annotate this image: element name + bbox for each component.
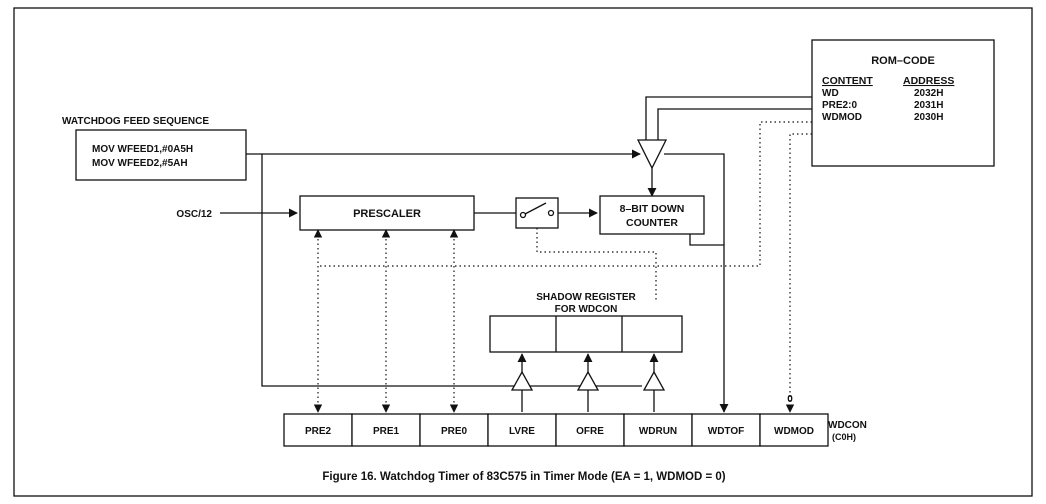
wdcon-register: PRE2 PRE1 PRE0 LVRE OFRE WDRUN WDTOF WDMOD — [283, 413, 829, 447]
prescaler-label: PRESCALER — [353, 208, 421, 220]
shadow-line-1: SHADOW REGISTER — [536, 292, 636, 303]
shadow-buffers — [510, 353, 666, 412]
switch-control-dotted — [536, 228, 657, 300]
feed-sequence-block: WATCHDOG FEED SEQUENCE MOV WFEED1,#0A5H … — [62, 116, 247, 181]
wdcon-bit-label: WDTOF — [708, 426, 744, 437]
feed-to-shadow-bus — [261, 154, 510, 387]
rom-row-address: 2031H — [914, 100, 943, 111]
counter-line-1: 8–BIT DOWN — [620, 203, 685, 215]
rom-row-address: 2032H — [914, 88, 943, 99]
switch-block — [515, 197, 559, 229]
reload-buffer — [636, 139, 668, 170]
feed-line-1: MOV WFEED1,#0A5H — [92, 144, 193, 155]
prescaler-block: PRESCALER — [299, 195, 475, 231]
wdcon-bit-pre1: PRE1 — [351, 413, 421, 447]
wdcon-bit-label: PRE2 — [305, 426, 332, 437]
osc-label: OSC/12 — [176, 209, 212, 220]
wdcon-bit-label: WDMOD — [774, 426, 814, 437]
counter-line — [689, 234, 729, 413]
rom-title: ROM–CODE — [871, 55, 935, 67]
wdcon-bit-label: OFRE — [576, 426, 604, 437]
wdcon-name: WDCON — [828, 420, 867, 431]
wdcon-bit-pre2: PRE2 — [283, 413, 353, 447]
wdmod-value: 0 — [787, 394, 793, 405]
shadow-register-block: SHADOW REGISTER FOR WDCON — [489, 292, 683, 353]
buffer-enable-line — [664, 153, 725, 245]
rom-pre-line — [657, 108, 812, 140]
wdcon-bit-pre0: PRE0 — [419, 413, 489, 447]
figure-caption: Figure 16. Watchdog Timer of 83C575 in T… — [322, 471, 725, 483]
rom-row-address: 2030H — [914, 112, 943, 123]
wdcon-bit-lvre: LVRE — [487, 413, 557, 447]
wdcon-bit-label: PRE0 — [441, 426, 468, 437]
rom-wd-line — [645, 96, 812, 140]
wdcon-bit-wdtof: WDTOF — [691, 413, 761, 447]
wdcon-address: (C0H) — [832, 432, 856, 442]
rom-address-header: ADDRESS — [903, 75, 954, 87]
rom-row-content: WD — [822, 88, 839, 99]
counter-line-2: COUNTER — [626, 217, 678, 229]
feed-title: WATCHDOG FEED SEQUENCE — [62, 116, 209, 127]
wdcon-bit-label: PRE1 — [373, 426, 400, 437]
rom-content-header: CONTENT — [822, 75, 873, 87]
wdcon-bit-label: WDRUN — [639, 426, 677, 437]
wdcon-bit-wdrun: WDRUN — [623, 413, 693, 447]
shadow-line-2: FOR WDCON — [555, 304, 618, 315]
wdcon-bit-ofre: OFRE — [555, 413, 625, 447]
feed-line-2: MOV WFEED2,#5AH — [92, 158, 188, 169]
rom-row-content: PRE2:0 — [822, 100, 857, 111]
rom-row-content: WDMOD — [822, 112, 862, 123]
wdcon-bit-wdmod: WDMOD — [759, 413, 829, 447]
wdcon-bit-label: LVRE — [509, 426, 535, 437]
rom-code-block: ROM–CODE CONTENT ADDRESS WD 2032H PRE2:0… — [811, 39, 995, 167]
counter-block: 8–BIT DOWN COUNTER — [599, 195, 705, 235]
